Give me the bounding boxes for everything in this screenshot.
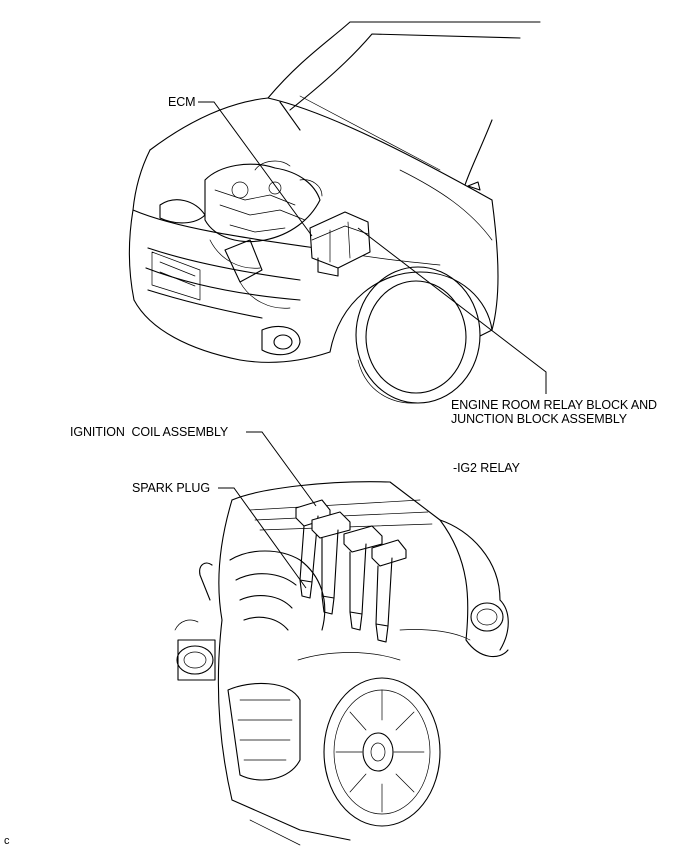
ignition-coils <box>295 499 407 643</box>
relay-block-label-line1: ENGINE ROOM RELAY BLOCK AND <box>451 398 657 412</box>
car-illustration <box>128 21 541 404</box>
engine-illustration <box>174 481 509 846</box>
spark-plug-label: SPARK PLUG <box>132 481 210 495</box>
ig2-relay-label: -IG2 RELAY <box>453 461 520 475</box>
ignition-coil-label: IGNITION COIL ASSEMBLY <box>70 425 229 439</box>
relay-block-label-line2: JUNCTION BLOCK ASSEMBLY <box>451 412 627 426</box>
corner-code-label: c <box>4 835 10 847</box>
ecm-label: ECM <box>168 95 196 109</box>
leader-lines <box>198 101 547 589</box>
